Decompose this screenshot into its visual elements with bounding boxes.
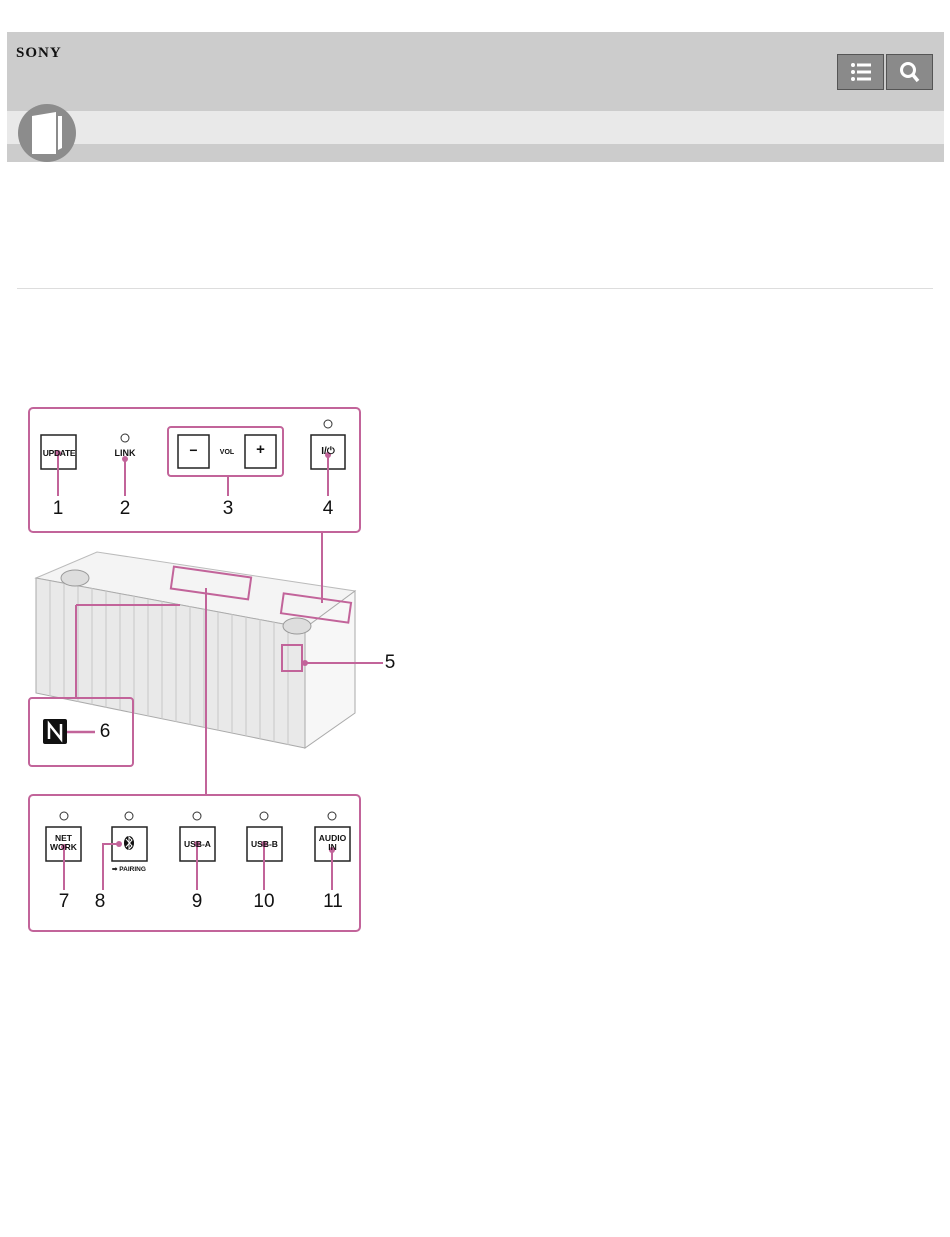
power-label: I/⏻ xyxy=(311,447,345,457)
usba-label: USB-A xyxy=(180,839,215,849)
pairing-text: PAIRING xyxy=(119,866,146,873)
pairing-arrow-icon: ➡ xyxy=(112,866,117,873)
callout-2: 2 xyxy=(105,499,145,519)
pairing-label: ➡ PAIRING xyxy=(112,865,152,875)
speaker-diagram: UPDATE LINK − VOL + I/⏻ NET WORK ➡ PAIRI… xyxy=(0,395,420,945)
vol-minus-label: − xyxy=(178,445,209,455)
callout-4: 4 xyxy=(308,499,348,519)
network-label-line2: WORK xyxy=(46,842,81,852)
callout-1: 1 xyxy=(38,499,78,519)
callout-5: 5 xyxy=(370,653,410,673)
bluetooth-indicator xyxy=(125,812,133,820)
list-icon xyxy=(838,55,883,89)
usba-indicator xyxy=(193,812,201,820)
vol-plus-label: + xyxy=(245,445,276,455)
sub-bar xyxy=(7,111,944,144)
callout-10: 10 xyxy=(244,892,284,912)
book-icon xyxy=(18,104,76,162)
network-indicator xyxy=(60,812,68,820)
callout-7: 7 xyxy=(44,892,84,912)
header-bar: SONY xyxy=(7,32,944,111)
update-label: UPDATE xyxy=(41,448,77,458)
usbb-indicator xyxy=(260,812,268,820)
power-indicator xyxy=(324,420,332,428)
sony-logo: SONY xyxy=(16,45,62,62)
vol-label: VOL xyxy=(215,448,239,458)
callout-11: 11 xyxy=(313,892,353,912)
search-icon xyxy=(887,55,932,89)
usbb-label: USB-B xyxy=(247,839,282,849)
content-divider xyxy=(17,288,933,289)
speaker-body xyxy=(36,552,355,748)
nfc-mark xyxy=(43,719,67,744)
header-band xyxy=(7,144,944,162)
toc-button[interactable] xyxy=(837,54,884,90)
callout-9: 9 xyxy=(177,892,217,912)
link-label: LINK xyxy=(110,448,140,458)
callout-8: 8 xyxy=(80,892,120,912)
callout-6: 6 xyxy=(85,722,125,742)
audioin-label-line2: IN xyxy=(315,842,350,852)
callout-3: 3 xyxy=(208,499,248,519)
search-button[interactable] xyxy=(886,54,933,90)
link-indicator xyxy=(121,434,129,442)
audioin-indicator xyxy=(328,812,336,820)
bluetooth-symbol xyxy=(124,836,134,850)
